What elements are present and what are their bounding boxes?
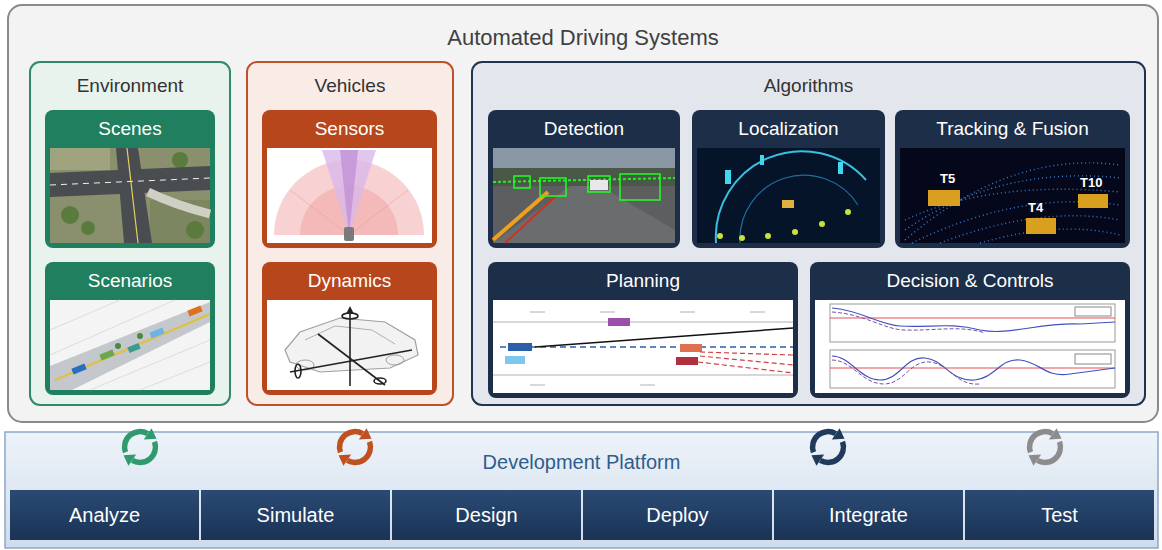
module-box: Localization: [692, 110, 885, 248]
module-box: Decision & Controls: [810, 262, 1130, 398]
track-id: T4: [1028, 200, 1043, 215]
group-panel: VehiclesSensorsDynamics: [247, 62, 453, 405]
panel-heading: Automated Driving Systems: [447, 25, 718, 51]
stage-label: Design: [455, 490, 517, 540]
track-id: T10: [1080, 175, 1102, 190]
stage-cell: Deploy: [583, 490, 772, 540]
module-title: Tracking & Fusion: [936, 110, 1088, 148]
stage-cell: Simulate: [201, 490, 390, 540]
module-title: Detection: [544, 110, 624, 148]
module-title: Dynamics: [308, 262, 391, 300]
system-panel: Automated Driving SystemsEnvironmentScen…: [8, 5, 1158, 422]
group-panel: AlgorithmsDetection Localization Tracking …: [472, 62, 1145, 405]
module-title: Planning: [606, 262, 680, 300]
stage-cell: Analyze: [10, 490, 199, 540]
module-title: Decision & Controls: [887, 262, 1054, 300]
module-box: Detection: [488, 110, 680, 248]
module-box: Dynamics: [262, 262, 437, 395]
stage-cell: Test: [965, 490, 1154, 540]
panel-heading: Environment: [77, 74, 184, 97]
stage-label: Simulate: [257, 490, 335, 540]
panel-heading: Development Platform: [483, 450, 681, 474]
module-box: Sensors: [262, 110, 437, 248]
stage-label: Integrate: [829, 490, 908, 540]
module-title: Localization: [738, 110, 838, 148]
stage-cell: Integrate: [774, 490, 963, 540]
stage-label: Deploy: [646, 490, 708, 540]
stage-label: Analyze: [69, 490, 140, 540]
platform-band: Development PlatformAnalyze Simulate Desig…: [5, 432, 1158, 548]
module-box: Scenarios: [45, 262, 215, 395]
panel-heading: Vehicles: [315, 74, 386, 97]
module-title: Scenes: [98, 110, 161, 148]
stage-cell: Design: [392, 490, 581, 540]
group-panel: EnvironmentScenesScenarios: [30, 62, 230, 405]
stage-label: Test: [1041, 490, 1078, 540]
module-box: Scenes: [45, 110, 215, 248]
track-id: T5: [940, 171, 955, 186]
module-box: Planning: [488, 262, 798, 398]
module-title: Scenarios: [88, 262, 173, 300]
module-title: Sensors: [315, 110, 385, 148]
panel-heading: Algorithms: [764, 74, 854, 97]
